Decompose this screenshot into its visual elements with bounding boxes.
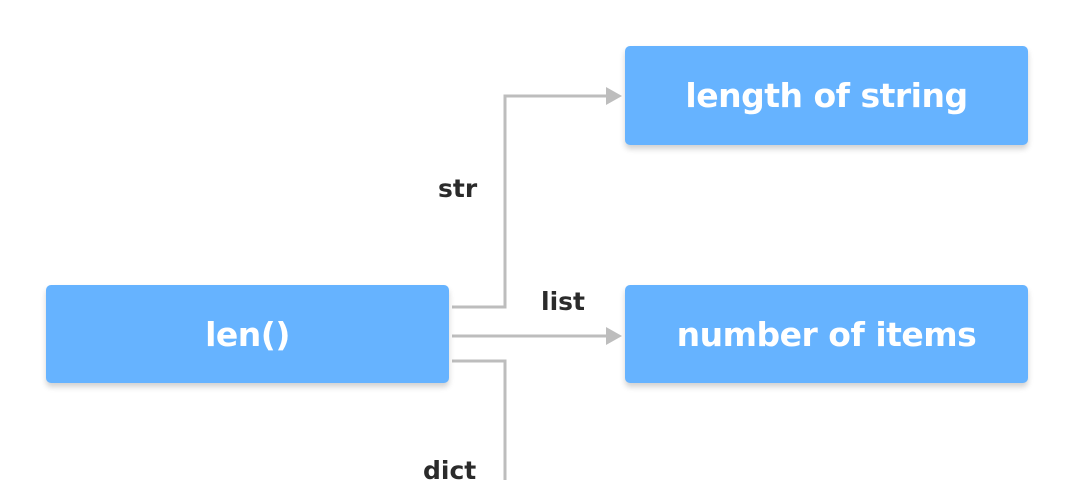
arrowhead-list <box>606 327 622 345</box>
node-number-of-items: number of items <box>625 285 1028 383</box>
connector-str <box>452 94 608 309</box>
arrowhead-str <box>606 87 622 105</box>
edge-label-str: str <box>438 174 478 203</box>
node-length-of-string-label: length of string <box>685 76 968 115</box>
node-len: len() <box>46 285 449 383</box>
edge-label-list: list <box>541 287 585 316</box>
node-len-label: len() <box>205 314 290 354</box>
edge-label-dict: dict <box>423 456 477 480</box>
node-number-of-items-label: number of items <box>676 314 977 354</box>
connector-dict <box>452 359 507 480</box>
node-length-of-string: length of string <box>625 46 1028 145</box>
